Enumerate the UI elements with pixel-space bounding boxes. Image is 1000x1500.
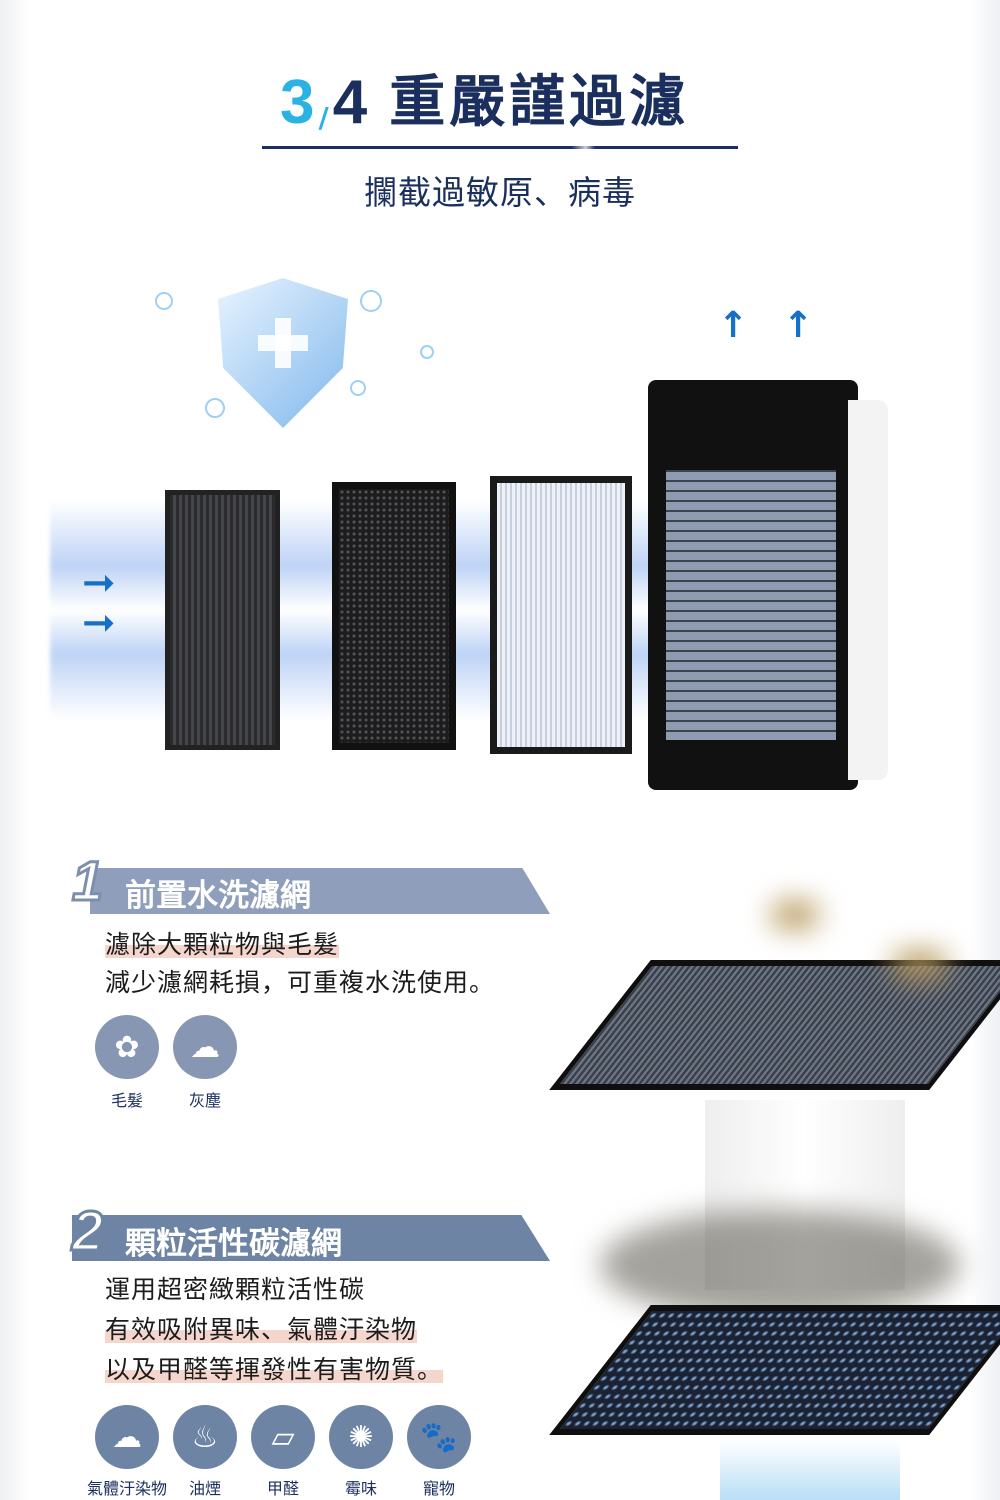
section-1-header-band (90, 868, 550, 914)
icon-label: 甲醛 (266, 1479, 299, 1498)
icon-label: 灰塵 (188, 1091, 221, 1110)
hair-icon: ✿ (95, 1015, 159, 1079)
arrow-right-icon: ➞ (82, 600, 116, 646)
formaldehyde-icon: ▱ (251, 1405, 315, 1469)
section-2-line: 運用超密緻顆粒活性碳 (105, 1275, 366, 1304)
pet-icon: 🐾 (407, 1405, 471, 1469)
title-number-total: 4 (332, 68, 368, 137)
bubble-decoration (350, 380, 366, 396)
title-separator: / (318, 101, 329, 134)
cooking-fume-icon: ♨ (173, 1405, 237, 1469)
title-number-current: 3 (280, 68, 315, 137)
pre-filter-image (165, 490, 280, 750)
dust-particles (770, 900, 820, 930)
icon-label: 氣體汙染物 (86, 1479, 167, 1498)
section-2-title: 顆粒活性碳濾網 (125, 1226, 342, 1262)
section-2-line: 以及甲醛等揮發性有害物質。 (105, 1350, 444, 1386)
icon-label: 寵物 (422, 1479, 455, 1498)
bubble-decoration (205, 398, 225, 418)
page-title: 3 / 4 重嚴謹過濾 (280, 68, 689, 138)
section-1-line: 減少濾網耗損，可重複水洗使用。 (105, 968, 496, 997)
section-1-line: 濾除大顆粒物與毛髮 (105, 925, 340, 961)
section-1-number: 1 (70, 848, 104, 914)
icon-label: 毛髮 (110, 1091, 143, 1110)
arrow-up-icon: ↑ (718, 305, 749, 346)
page-subtitle: 攔截過敏原、病毒 (364, 173, 636, 212)
icon-label: 霉味 (344, 1479, 377, 1498)
title-text: 重嚴謹過濾 (389, 69, 690, 135)
dust-icon: ☁ (173, 1015, 237, 1079)
carbon-filter-image (332, 482, 456, 750)
medical-cross-icon (258, 318, 308, 368)
bubble-decoration (420, 345, 434, 359)
section-2-header-band (72, 1215, 550, 1261)
hepa-filter-image (490, 476, 632, 754)
smoke-cloud (600, 1210, 960, 1320)
bubble-decoration (360, 290, 382, 312)
arrow-right-icon: ➞ (82, 560, 116, 606)
mold-icon: ✺ (329, 1405, 393, 1469)
icon-label: 油煙 (188, 1479, 221, 1498)
gas-pollutant-icon: ☁ (95, 1405, 159, 1469)
section-2-number: 2 (70, 1198, 104, 1264)
arrow-up-icon: ↑ (783, 305, 814, 346)
section-1-title: 前置水洗濾網 (125, 878, 311, 914)
dust-particles (890, 950, 950, 980)
section-2-line: 有效吸附異味、氣體汙染物 (105, 1310, 418, 1346)
bubble-decoration (155, 292, 173, 310)
clean-air-beam (720, 1440, 900, 1500)
air-purifier-image (648, 380, 888, 790)
title-divider (262, 146, 738, 149)
